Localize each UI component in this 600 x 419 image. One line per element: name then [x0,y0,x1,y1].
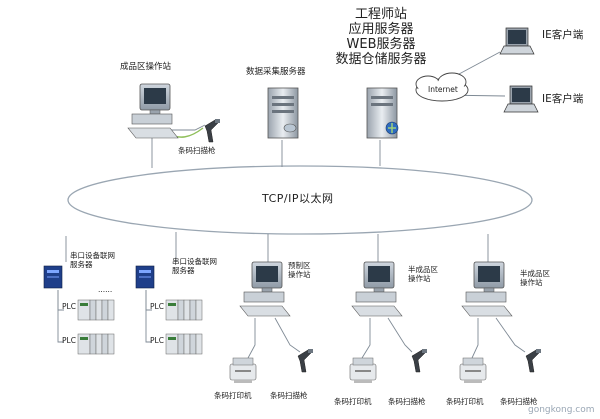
data-collection-server [267,87,299,139]
scanner-2-label: 条码扫描枪 [388,397,426,406]
app-server-line-2: 应用服务器 [348,21,414,37]
top-scanner-label: 条码扫描枪 [178,146,216,155]
app-server-line-3: WEB服务器 [346,36,416,52]
bottom-workstation-1-line-1: 预制区 [288,261,311,270]
ie-client-laptop-2 [503,85,539,113]
printer-2-label: 条码打印机 [334,397,372,406]
bottom-workstation-2-line-2: 操作站 [408,273,431,283]
printer-1 [229,357,257,384]
bottom-workstation-1-label: 预制区 操作站 [288,261,311,279]
plc-rack-2a [165,299,203,321]
printer-2 [349,357,377,384]
app-server-line-1: 工程师站 [354,7,407,22]
app-server-line-4: 数据仓储服务器 [335,51,427,67]
bottom-workstation-2 [351,261,403,317]
top-workstation-label: 成品区操作站 [120,62,172,72]
printer-3-label: 条码打印机 [446,397,484,406]
serial-server-1-line-1: 串口设备联网 [70,251,115,260]
bottom-workstation-3-line-1: 半成品区 [520,269,550,278]
internet-label: Internet [428,85,458,94]
bottom-workstation-1-line-2: 操作站 [288,269,311,279]
plc-rack-1b [77,333,115,355]
top-workstation [127,83,179,139]
application-server [366,87,399,139]
ie-client-laptop-1 [499,27,535,55]
plc-rack-1a [77,299,115,321]
top-scanner-icon [204,118,221,143]
watermark: gongkong.com [528,405,595,415]
scanner-3-label: 条码扫描枪 [500,397,538,406]
serial-server-2-label: 串口设备联网 服务器 [172,257,217,275]
plc-label-2a: PLC [150,302,164,311]
bottom-workstation-3-line-2: 操作站 [520,277,543,287]
plc-label-1a: PLC [62,302,76,311]
serial-server-2 [135,265,155,289]
printer-1-label: 条码打印机 [214,391,252,400]
data-collection-label: 数据采集服务器 [246,67,306,77]
plc-label-1b: PLC [62,336,76,345]
bottom-workstation-3-label: 半成品区 操作站 [520,269,550,287]
scanner-1-label: 条码扫描枪 [270,391,308,400]
network-label: TCP/IP以太网 [262,192,334,205]
plc-rack-2b [165,333,203,355]
plc-label-2b: PLC [150,336,164,345]
serial-server-2-line-2: 服务器 [172,265,195,275]
serial-server-1-label: 串口设备联网 服务器 [70,251,115,269]
ie-client-label-2: IE客户端 [542,93,584,105]
more-devices-dots: ...... [98,285,113,294]
internet-cloud [415,72,469,102]
serial-server-2-line-1: 串口设备联网 [172,257,217,266]
printer-3 [459,357,487,384]
ie-client-label-1: IE客户端 [542,29,584,41]
bottom-workstation-1 [239,261,291,317]
scanner-3-icon [525,348,542,373]
scanner-1-icon [297,348,314,373]
ethernet-ring [67,165,533,235]
bottom-workstation-3 [461,261,513,317]
serial-server-1 [43,265,63,289]
app-server-label: 工程师站 应用服务器 WEB服务器 数据仓储服务器 [326,7,436,68]
serial-server-1-line-2: 服务器 [70,259,93,269]
bottom-workstation-2-label: 半成品区 操作站 [408,265,438,283]
bottom-workstation-2-line-1: 半成品区 [408,265,438,274]
scanner-2-icon [411,348,428,373]
